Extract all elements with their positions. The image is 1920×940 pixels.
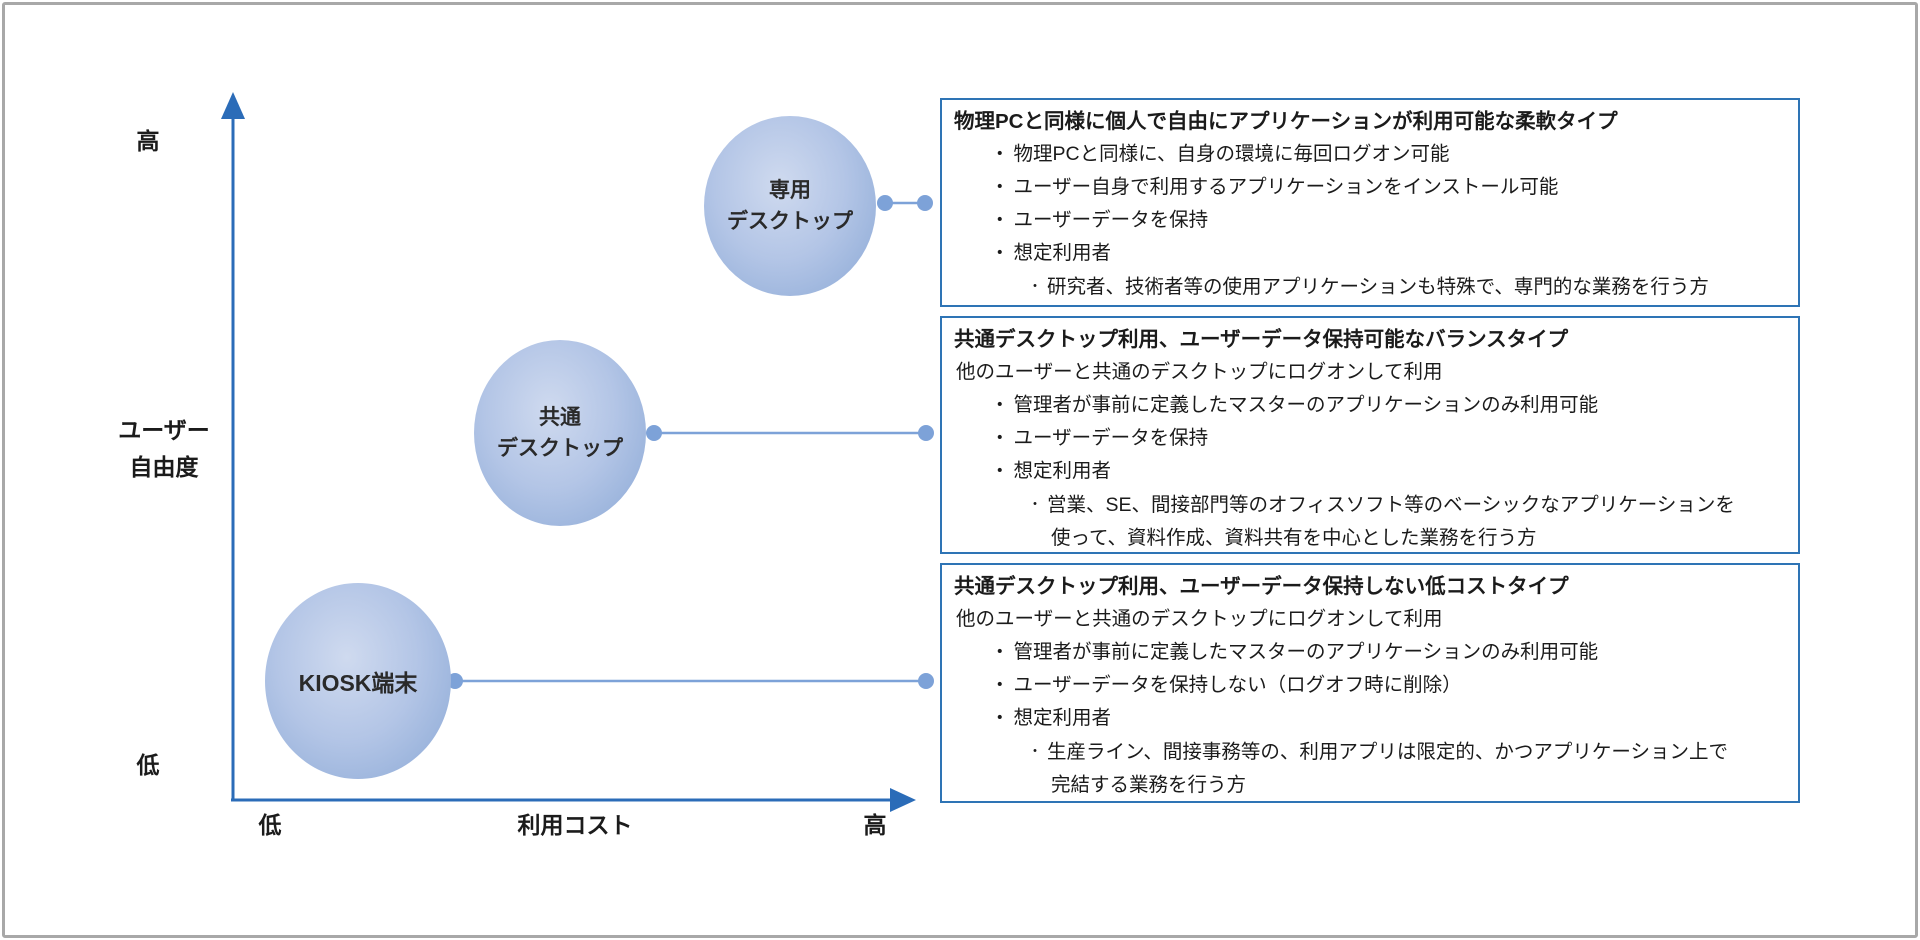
sub-bullet-icon: ・ bbox=[1028, 496, 1042, 512]
box-title: 共通デスクトップ利用、ユーザーデータ保持可能なバランスタイプ bbox=[954, 328, 1569, 351]
box-bullet: ・管理者が事前に定義したマスターのアプリケーションのみ利用可能 bbox=[954, 389, 1786, 422]
y-axis-low-label: 低 bbox=[136, 752, 160, 778]
box-sub-bullet: ・研究者、技術者等の使用アプリケーションも特殊で、専門的な業務を行う方 bbox=[954, 270, 1786, 304]
bullet-text: ユーザーデータを保持 bbox=[1013, 427, 1209, 449]
info-box-balance-type: 共通デスクトップ利用、ユーザーデータ保持可能なバランスタイプ 他のユーザーと共通… bbox=[940, 316, 1800, 554]
bullet-text: 管理者が事前に定義したマスターのアプリケーションのみ利用可能 bbox=[1013, 641, 1599, 663]
connector-dot bbox=[877, 195, 893, 211]
bullet-icon: ・ bbox=[990, 427, 1010, 449]
sub-bullet-icon: ・ bbox=[1028, 743, 1042, 759]
box-bullet: ・ユーザー自身で利用するアプリケーションをインストール可能 bbox=[954, 171, 1786, 204]
y-axis-high-label: 高 bbox=[136, 128, 160, 154]
bullet-text: ユーザー自身で利用するアプリケーションをインストール可能 bbox=[1013, 176, 1559, 198]
connector-dot bbox=[917, 195, 933, 211]
connector-dot bbox=[918, 673, 934, 689]
bullet-text: 想定利用者 bbox=[1013, 242, 1112, 264]
info-box-flexible-type: 物理PCと同様に個人で自由にアプリケーションが利用可能な柔軟タイプ ・物理PCと… bbox=[940, 98, 1800, 307]
bubble-label-line: 共通 bbox=[539, 406, 581, 429]
bullet-text: 想定利用者 bbox=[1013, 460, 1112, 482]
bullet-icon: ・ bbox=[990, 143, 1010, 165]
box-sub-bullet-wrap: 使って、資料作成、資料共有を中心とした業務を行う方 bbox=[1051, 527, 1537, 549]
box-bullet: ・管理者が事前に定義したマスターのアプリケーションのみ利用可能 bbox=[954, 636, 1786, 669]
bubble-shared-desktop: 共通 デスクトップ bbox=[474, 340, 646, 526]
box-sub-bullet-wrap: 完結する業務を行う方 bbox=[1051, 774, 1247, 796]
bubble-dedicated-desktop: 専用 デスクトップ bbox=[704, 116, 876, 296]
y-axis-arrow-icon bbox=[221, 92, 245, 119]
bullet-text: 物理PCと同様に、自身の環境に毎回ログオン可能 bbox=[1013, 143, 1450, 165]
sub-bullet-icon: ・ bbox=[1028, 278, 1042, 294]
y-axis-title-line1: ユーザー bbox=[118, 417, 210, 443]
bullet-icon: ・ bbox=[990, 176, 1010, 198]
bullet-icon: ・ bbox=[990, 707, 1010, 729]
sub-bullet-text: 研究者、技術者等の使用アプリケーションも特殊で、専門的な業務を行う方 bbox=[1047, 276, 1709, 298]
box-title: 共通デスクトップ利用、ユーザーデータ保持しない低コストタイプ bbox=[954, 575, 1569, 598]
box-bullet: ・想定利用者 bbox=[954, 702, 1786, 735]
bullet-icon: ・ bbox=[990, 641, 1010, 663]
bullet-icon: ・ bbox=[990, 460, 1010, 482]
box-bullet: ・想定利用者 bbox=[954, 237, 1786, 270]
sub-bullet-text: 生産ライン、間接事務等の、利用アプリは限定的、かつアプリケーション上で bbox=[1047, 741, 1728, 763]
bullet-text: ユーザーデータを保持 bbox=[1013, 209, 1209, 231]
bubble-label-line: デスクトップ bbox=[727, 210, 853, 233]
box-sub-bullet: ・生産ライン、間接事務等の、利用アプリは限定的、かつアプリケーション上で bbox=[954, 735, 1786, 769]
box-intro: 他のユーザーと共通のデスクトップにログオンして利用 bbox=[956, 608, 1443, 630]
info-box-lowcost-type: 共通デスクトップ利用、ユーザーデータ保持しない低コストタイプ 他のユーザーと共通… bbox=[940, 563, 1800, 803]
connector-dot bbox=[646, 425, 662, 441]
bullet-text: 想定利用者 bbox=[1013, 707, 1112, 729]
bubble-label-line: KIOSK端末 bbox=[298, 670, 418, 696]
bubble-kiosk-terminal: KIOSK端末 bbox=[265, 583, 451, 779]
x-axis-high-label: 高 bbox=[863, 812, 887, 838]
box-title: 物理PCと同様に個人で自由にアプリケーションが利用可能な柔軟タイプ bbox=[954, 110, 1618, 133]
connector-dot bbox=[447, 673, 463, 689]
bubble-label-line: 専用 bbox=[769, 179, 811, 202]
bullet-icon: ・ bbox=[990, 394, 1010, 416]
bullet-text: 管理者が事前に定義したマスターのアプリケーションのみ利用可能 bbox=[1013, 394, 1599, 416]
x-axis-arrow-icon bbox=[890, 788, 916, 812]
box-sub-bullet: ・営業、SE、間接部門等のオフィスソフト等のベーシックなアプリケーションを bbox=[954, 488, 1786, 522]
x-axis-title: 利用コスト bbox=[517, 812, 633, 838]
bullet-icon: ・ bbox=[990, 242, 1010, 264]
x-axis-low-label: 低 bbox=[258, 812, 282, 838]
box-bullet: ・ユーザーデータを保持 bbox=[954, 422, 1786, 455]
bullet-icon: ・ bbox=[990, 209, 1010, 231]
box-bullet: ・物理PCと同様に、自身の環境に毎回ログオン可能 bbox=[954, 138, 1786, 171]
connector-dot bbox=[918, 425, 934, 441]
box-bullet: ・想定利用者 bbox=[954, 455, 1786, 488]
sub-bullet-text: 営業、SE、間接部門等のオフィスソフト等のベーシックなアプリケーションを bbox=[1047, 494, 1735, 516]
bubble-label-line: デスクトップ bbox=[497, 437, 623, 460]
box-intro: 他のユーザーと共通のデスクトップにログオンして利用 bbox=[956, 361, 1443, 383]
box-bullet: ・ユーザーデータを保持 bbox=[954, 204, 1786, 237]
y-axis-title: ユーザー 自由度 bbox=[86, 412, 242, 486]
box-bullet: ・ユーザーデータを保持しない（ログオフ時に削除） bbox=[954, 669, 1786, 702]
bullet-text: ユーザーデータを保持しない（ログオフ時に削除） bbox=[1013, 674, 1462, 696]
bullet-icon: ・ bbox=[990, 674, 1010, 696]
y-axis-title-line2: 自由度 bbox=[129, 454, 199, 480]
